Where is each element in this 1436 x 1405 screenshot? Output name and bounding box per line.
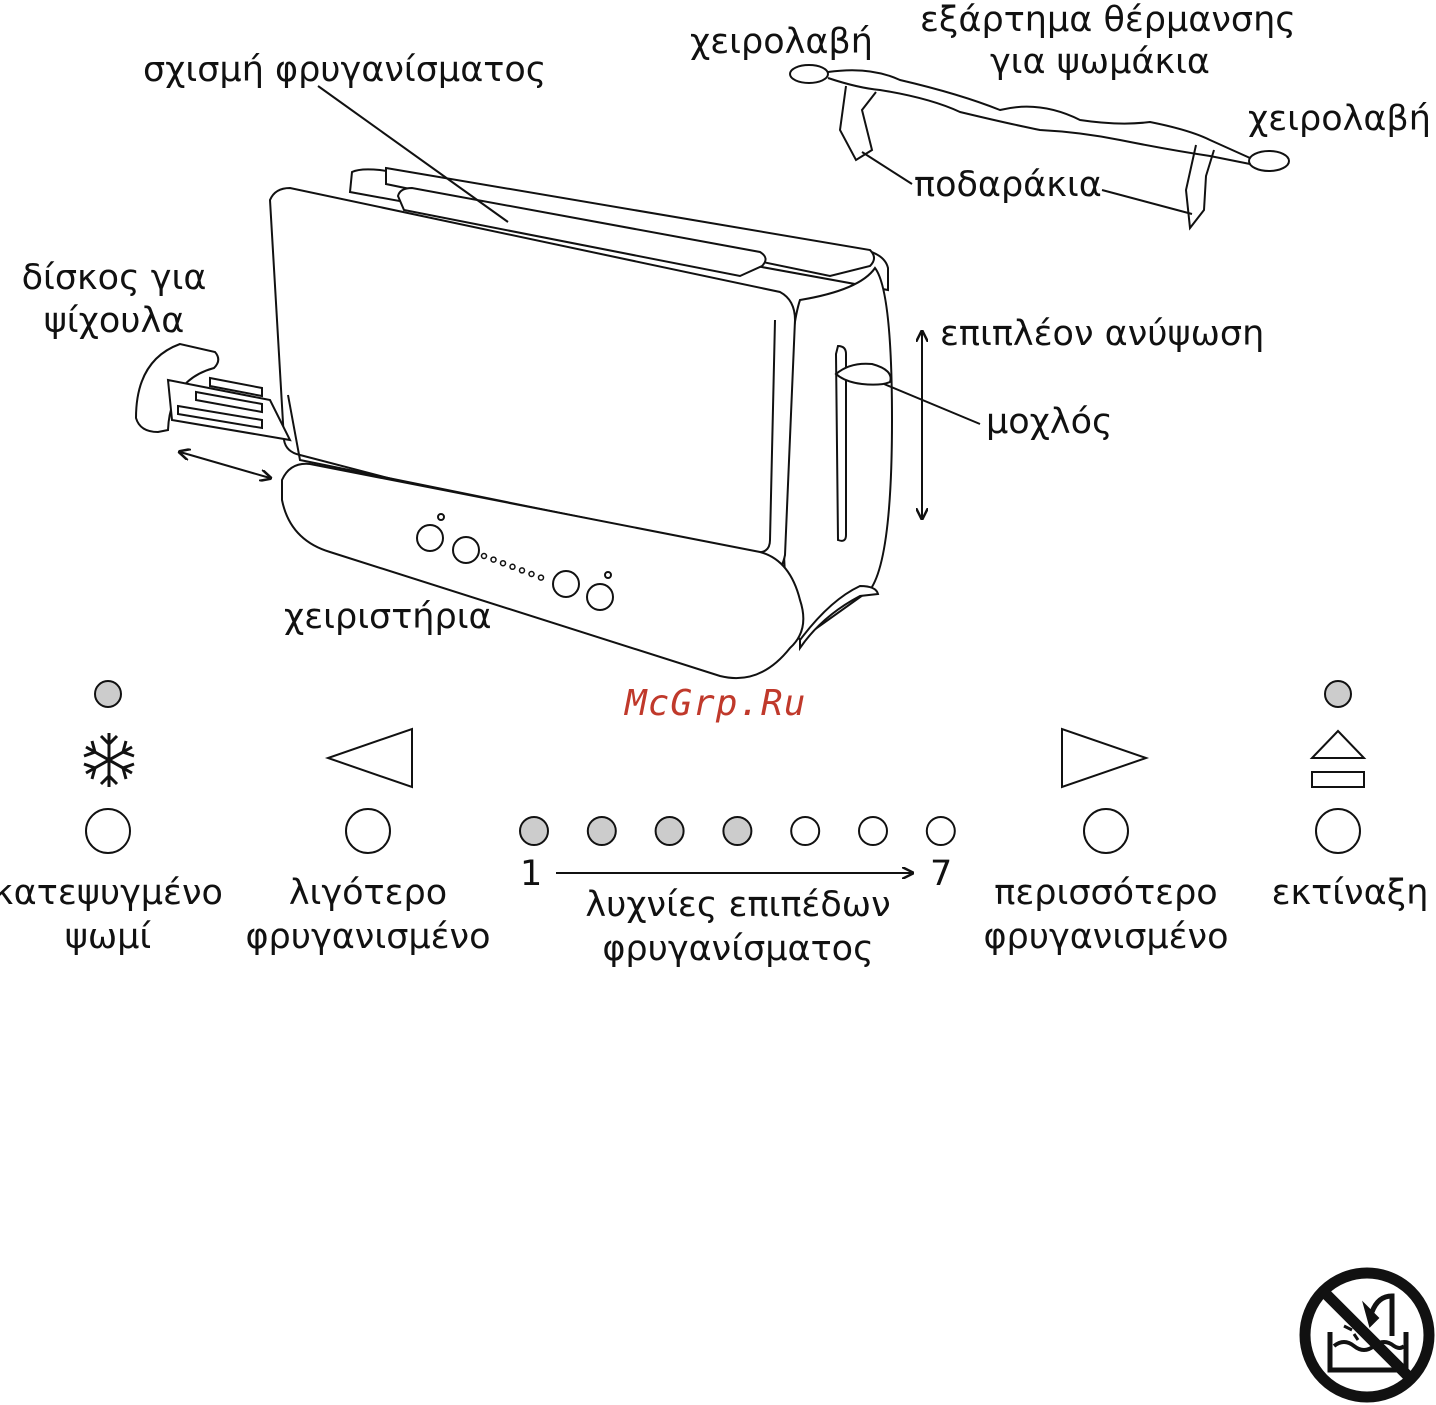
label-warming-rack-line2: για ψωμάκια xyxy=(920,40,1280,84)
triangle-right-icon xyxy=(1062,729,1146,787)
level-lamps xyxy=(520,817,955,845)
toaster-btn-frozen[interactable] xyxy=(417,525,443,551)
rack-wire-bottom xyxy=(828,78,1250,164)
rack-handle-left[interactable] xyxy=(790,65,828,83)
rack-handle-right[interactable] xyxy=(1249,151,1289,171)
label-darker-line2: φρυγανισμένο xyxy=(966,915,1246,959)
label-extra-lift: επιπλέον ανύψωση xyxy=(940,312,1264,356)
label-lighter-line2: φρυγανισμένο xyxy=(238,915,498,959)
label-lever: μοχλός xyxy=(986,400,1113,444)
label-feet: ποδαράκια xyxy=(914,163,1102,207)
leader-feet-right xyxy=(1102,190,1192,214)
rack-foot-left xyxy=(840,86,876,160)
label-lighter-line1: λιγότερο xyxy=(238,871,498,915)
label-controls: χειριστήρια xyxy=(284,595,492,639)
toaster-level-dot xyxy=(491,557,496,562)
label-scale-start: 1 xyxy=(520,852,542,896)
button-frozen[interactable] xyxy=(86,809,130,853)
label-warming-rack-line1: εξάρτημα θέρμανσης xyxy=(920,0,1280,42)
button-darker[interactable] xyxy=(1084,809,1128,853)
toaster-illustration xyxy=(136,168,892,678)
lamp-eject xyxy=(1325,681,1351,707)
toaster-level-dot xyxy=(501,561,506,566)
toaster-level-dot xyxy=(510,564,515,569)
toaster-level-dot xyxy=(520,568,525,573)
button-lighter[interactable] xyxy=(346,809,390,853)
label-handle-right: χειρολαβή xyxy=(1248,97,1431,141)
snowflake-icon xyxy=(84,733,134,787)
label-darker-line1: περισσότερο xyxy=(966,871,1246,915)
label-crumb-tray-line1: δίσκος για xyxy=(14,256,214,300)
toaster-btn-eject[interactable] xyxy=(587,584,613,610)
level-lamp xyxy=(588,817,616,845)
label-levels-line2: φρυγανίσματος xyxy=(578,927,898,971)
label-eject: εκτίναξη xyxy=(1250,871,1436,915)
arrow-crumb-tray xyxy=(180,452,270,478)
lamp-frozen xyxy=(95,681,121,707)
label-crumb-tray-line2: ψίχουλα xyxy=(14,299,214,343)
toaster-lamp-frozen xyxy=(438,514,444,520)
toaster-lamp-eject xyxy=(605,572,611,578)
level-lamp xyxy=(859,817,887,845)
label-frozen-line2: ψωμί xyxy=(0,915,228,959)
triangle-left-icon xyxy=(328,729,412,787)
label-levels-line1: λυχνίες επιπέδων xyxy=(578,883,898,927)
leader-feet-left xyxy=(862,152,912,184)
leader-lever xyxy=(884,384,980,424)
rack-foot-right xyxy=(1186,145,1214,228)
toaster-btn-more[interactable] xyxy=(553,571,579,597)
level-lamp xyxy=(656,817,684,845)
label-frozen-line1: κατεψυγμένο xyxy=(0,871,228,915)
watermark: McGrp.Ru xyxy=(625,683,806,724)
toaster-level-dot xyxy=(539,575,544,580)
toaster-level-dot xyxy=(482,554,487,559)
level-lamp xyxy=(520,817,548,845)
toaster-level-dot xyxy=(529,572,534,577)
label-handle-left: χειρολαβή xyxy=(690,20,873,64)
label-slot: σχισμή φρυγανίσματος xyxy=(143,48,546,92)
no-water-immersion-icon xyxy=(1305,1273,1429,1397)
level-lamp xyxy=(723,817,751,845)
toaster-btn-less[interactable] xyxy=(453,537,479,563)
eject-icon xyxy=(1312,731,1364,787)
button-eject[interactable] xyxy=(1316,809,1360,853)
level-lamp xyxy=(927,817,955,845)
level-lamp xyxy=(791,817,819,845)
label-scale-end: 7 xyxy=(930,852,952,896)
